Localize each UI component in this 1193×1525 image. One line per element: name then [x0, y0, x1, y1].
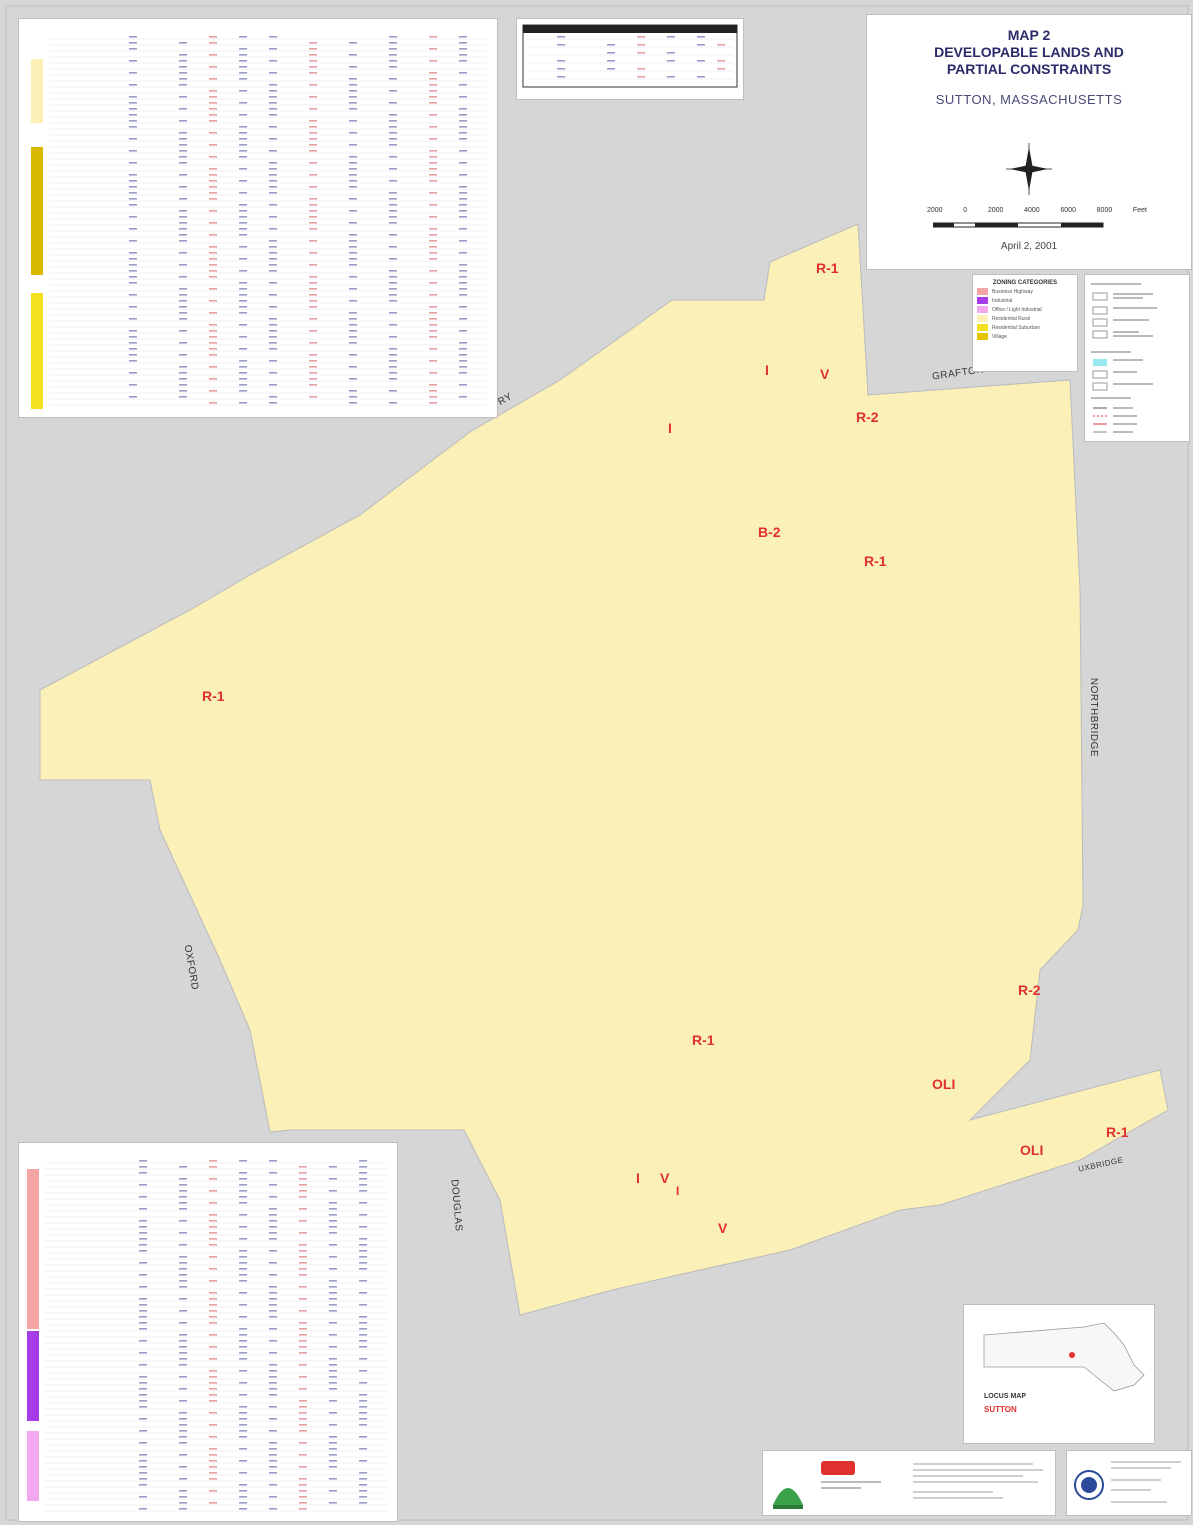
- scale-labels: 2000 0 2000 4000 6000 8000 Feet: [927, 207, 1147, 214]
- legend-swatch: [977, 324, 988, 331]
- credits-panel: [762, 1450, 1056, 1516]
- data-table-south-graphic: [27, 1160, 387, 1512]
- locus-marker-icon: [1069, 1352, 1075, 1358]
- zone-label-i-south-2: I: [676, 1184, 680, 1198]
- zone-label-v-south-2: V: [718, 1220, 728, 1236]
- legend-item: Industrial: [977, 297, 1073, 304]
- map-location: SUTTON, MASSACHUSETTS: [935, 92, 1123, 107]
- map-title-line-2: DEVELOPABLE LANDS AND: [934, 44, 1124, 60]
- scale-label: 2000: [987, 207, 1004, 214]
- locus-title: LOCUS MAP: [984, 1393, 1026, 1400]
- legend-swatch: [977, 288, 988, 295]
- label-northbridge: NORTHBRIDGE: [1088, 677, 1100, 758]
- legend-item: Office / Light Industrial: [977, 306, 1073, 313]
- legend-item: Business Highway: [977, 288, 1073, 295]
- zone-label-oli-1: OLI: [932, 1076, 956, 1092]
- legend-label: Residential Rural: [992, 315, 1031, 322]
- legend-label: Business Highway: [992, 288, 1033, 295]
- data-table-north-graphic: [31, 36, 487, 409]
- legend-label: Residential Suburban: [992, 324, 1040, 331]
- data-table-north: [18, 18, 498, 418]
- credits-graphic: [773, 1461, 1043, 1509]
- consultant-logo-icon: [821, 1461, 881, 1489]
- legend-item: Residential Suburban: [977, 324, 1073, 331]
- legend-swatch: [977, 306, 988, 313]
- data-table-south: [18, 1142, 398, 1522]
- legend-swatch: [977, 333, 988, 340]
- scale-label: 6000: [1060, 207, 1076, 214]
- zone-label-i-south: I: [636, 1170, 640, 1186]
- north-arrow-icon: [1006, 143, 1052, 195]
- scale-label: 0: [963, 207, 968, 214]
- zone-label-r1-east: R-1: [864, 553, 887, 569]
- zone-label-r1-south: R-1: [692, 1032, 715, 1048]
- zone-label-b2: B-2: [758, 524, 781, 540]
- zone-label-oli-2: OLI: [1020, 1142, 1044, 1158]
- zone-label-r2-north: R-2: [856, 409, 879, 425]
- symbol-legend-graphic: [1091, 283, 1157, 433]
- zone-label-i-north: I: [765, 362, 769, 378]
- locus-map-graphic: [983, 1322, 1145, 1392]
- scale-label: 2000: [927, 207, 943, 214]
- zone-label-v-north: V: [820, 366, 830, 382]
- scale-label: Feet: [1132, 207, 1147, 214]
- legend-swatch: [977, 315, 988, 322]
- seal-panel: [1066, 1450, 1192, 1516]
- scale-bar: [933, 222, 1104, 228]
- legend-title: ZONING CATEGORIES: [992, 280, 1058, 286]
- title-panel: MAP 2 DEVELOPABLE LANDS AND PARTIAL CONS…: [866, 14, 1192, 270]
- map-title-line-3: PARTIAL CONSTRAINTS: [946, 61, 1112, 77]
- data-table-summary-graphic: [522, 24, 738, 88]
- locus-map: LOCUS MAP SUTTON: [963, 1304, 1155, 1444]
- scale-label: 4000: [1024, 207, 1040, 214]
- map-date: April 2, 2001: [1000, 241, 1058, 252]
- legend-label: Industrial: [992, 297, 1013, 304]
- map-frame: [5, 5, 1189, 1521]
- zone-label-r1-north: R-1: [816, 260, 839, 276]
- zone-label-r1-se: R-1: [1106, 1124, 1129, 1140]
- seal-graphic: [1074, 1461, 1181, 1503]
- zone-label-i-west: I: [668, 420, 672, 436]
- map-title-line-1: MAP 2: [1007, 27, 1051, 43]
- legend-label: Office / Light Industrial: [992, 306, 1042, 313]
- legend-item: Village: [977, 333, 1073, 340]
- agency-logo-icon: [773, 1488, 803, 1509]
- locus-name: SUTTON: [984, 1405, 1017, 1414]
- symbol-legend: [1084, 274, 1190, 442]
- legend-label: Village: [992, 333, 1007, 340]
- legend-swatch: [977, 297, 988, 304]
- scale-label: 8000: [1096, 207, 1113, 214]
- zone-label-r1-west: R-1: [202, 688, 225, 704]
- zone-label-v-south-1: V: [660, 1170, 670, 1186]
- zone-label-r2-east: R-2: [1018, 982, 1041, 998]
- legend-item: Residential Rural: [977, 315, 1073, 322]
- data-table-summary: [516, 18, 744, 100]
